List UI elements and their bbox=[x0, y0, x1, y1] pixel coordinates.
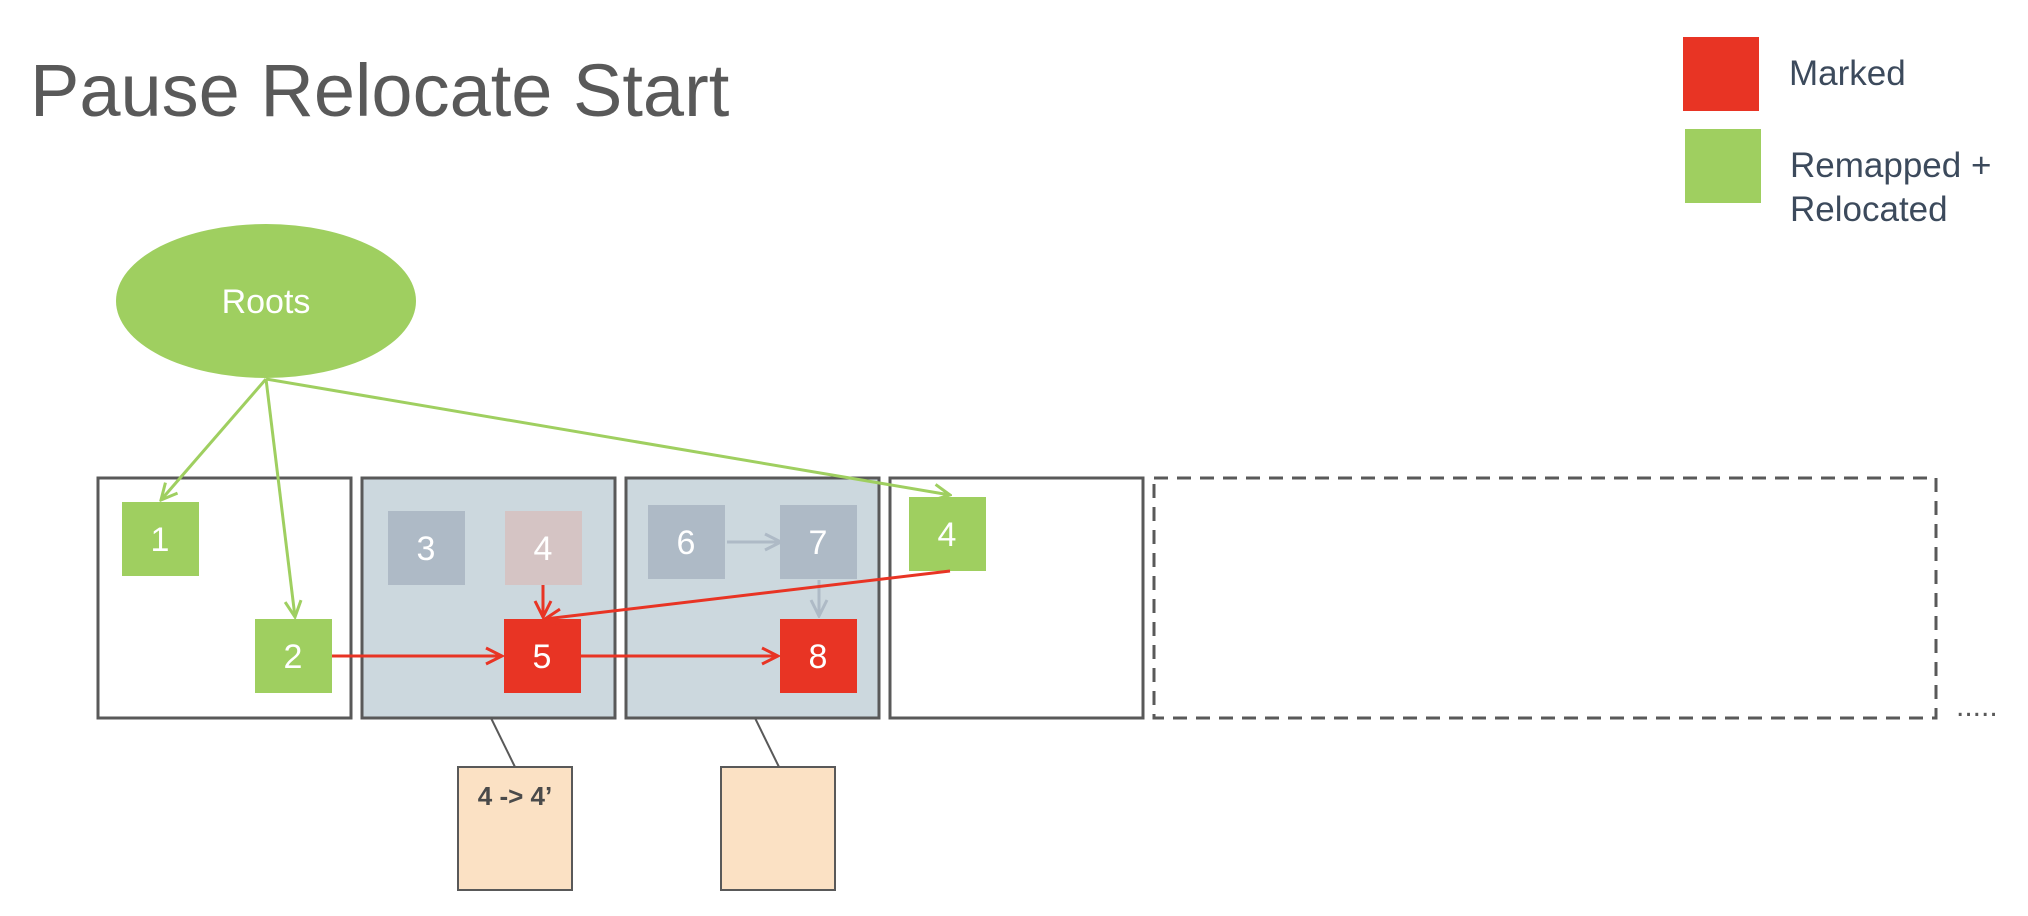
forwarding-table-1-entry: 4 -> 4’ bbox=[478, 781, 552, 811]
object-5-label: 5 bbox=[533, 638, 552, 676]
forwarding-connector-2 bbox=[754, 717, 780, 768]
object-7-label: 7 bbox=[809, 524, 828, 562]
roots-label: Roots bbox=[222, 283, 311, 321]
object-6 bbox=[648, 505, 725, 579]
object-4-relocated-label: 4 bbox=[938, 516, 957, 554]
object-3-label: 3 bbox=[417, 530, 436, 568]
page-title: Pause Relocate Start bbox=[30, 49, 730, 132]
object-8 bbox=[780, 619, 857, 693]
edge-4-new-to-5 bbox=[545, 569, 951, 619]
legend-marked-swatch bbox=[1683, 37, 1759, 111]
object-2 bbox=[255, 619, 332, 693]
object-4-old bbox=[505, 511, 582, 585]
ellipsis: ..... bbox=[1956, 690, 1998, 723]
legend-remapped-label-line2: Relocated bbox=[1790, 190, 1948, 229]
legend-remapped-swatch bbox=[1685, 129, 1761, 203]
object-5 bbox=[504, 619, 581, 693]
forwarding-connector-1 bbox=[490, 717, 516, 768]
object-4-old-label: 4 bbox=[534, 530, 553, 568]
object-1-label: 1 bbox=[151, 521, 170, 559]
object-3 bbox=[388, 511, 465, 585]
legend-marked-label: Marked bbox=[1789, 54, 1906, 93]
object-8-label: 8 bbox=[809, 638, 828, 676]
object-6-label: 6 bbox=[677, 524, 696, 562]
legend-remapped-label-line1: Remapped + bbox=[1790, 146, 1992, 185]
object-1 bbox=[122, 502, 199, 576]
edge-roots-to-2 bbox=[264, 378, 295, 617]
object-4-relocated bbox=[909, 497, 986, 571]
object-2-label: 2 bbox=[284, 638, 303, 676]
roots-node bbox=[116, 224, 416, 378]
forwarding-table-1 bbox=[457, 766, 573, 891]
edge-roots-to-1 bbox=[161, 378, 268, 500]
edge-roots-to-4-new bbox=[265, 377, 950, 495]
forwarding-table-2 bbox=[720, 766, 836, 891]
heap-page-free bbox=[1152, 476, 1938, 720]
object-7 bbox=[780, 505, 857, 579]
